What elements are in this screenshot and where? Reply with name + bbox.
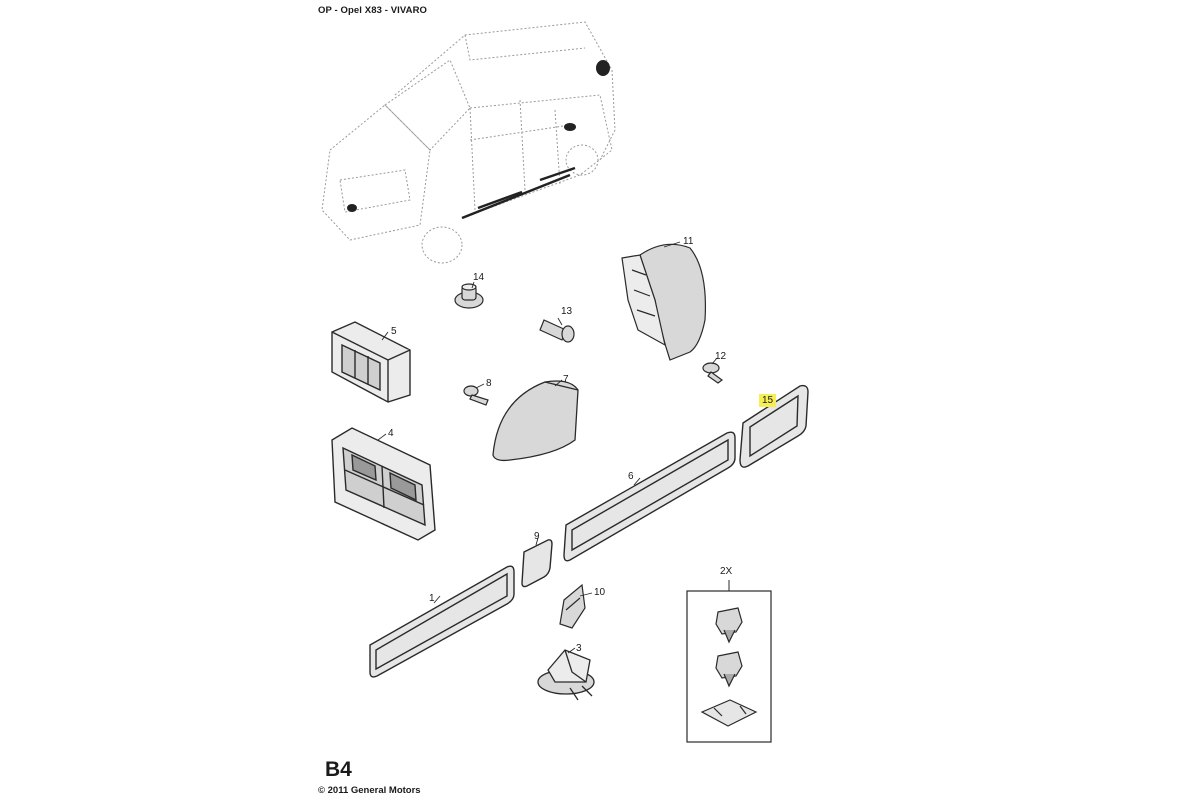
callout-13: 13: [561, 306, 573, 317]
van-illustration: [321, 21, 616, 264]
kit-base-plate: [700, 699, 758, 727]
van-accent-marks: [461, 166, 576, 220]
leader-lines: [377, 241, 718, 654]
callout-12: 12: [715, 351, 727, 362]
clip-kit-box: [686, 580, 772, 743]
part-10-clip: [559, 583, 586, 629]
part-13-pin: [539, 319, 575, 343]
callout-5: 5: [391, 326, 397, 337]
callout-14: 14: [473, 272, 485, 283]
callout-15: 15: [759, 394, 777, 407]
callout-1: 1: [429, 593, 435, 604]
part-1-front-moulding: [369, 565, 515, 678]
part-3-retainer: [537, 649, 595, 701]
callout-9: 9: [534, 531, 540, 542]
part-15-rear-side-trim: [739, 384, 809, 468]
callout-6: 6: [628, 471, 634, 482]
part-11-rear-corner-trim: [621, 243, 707, 361]
page-code: B4: [325, 758, 352, 781]
callout-4: 4: [388, 428, 394, 439]
callout-8: 8: [486, 378, 492, 389]
callout-11: 11: [683, 236, 694, 247]
copyright-text: © 2011 General Motors: [318, 785, 421, 796]
part-14-push-clip: [454, 283, 484, 309]
callout-3: 3: [576, 643, 582, 654]
part-9-small-trim: [521, 539, 553, 588]
part-8-bolt: [463, 385, 489, 406]
callout-10: 10: [594, 587, 606, 598]
kit-clip-1: [715, 607, 743, 644]
part-6-side-moulding: [563, 431, 736, 562]
callout-7: 7: [563, 374, 569, 385]
part-12-screw: [702, 362, 724, 384]
diagram-header-title: OP - Opel X83 - VIVARO: [318, 5, 428, 16]
kit-clip-2: [715, 651, 743, 688]
kit-quantity-label: 2X: [720, 566, 733, 577]
part-5-connector-housing: [331, 321, 411, 403]
part-7-arch-trim: [492, 380, 579, 462]
part-4-grille-frame: [331, 427, 436, 541]
van-mirror-marks: [347, 60, 610, 212]
